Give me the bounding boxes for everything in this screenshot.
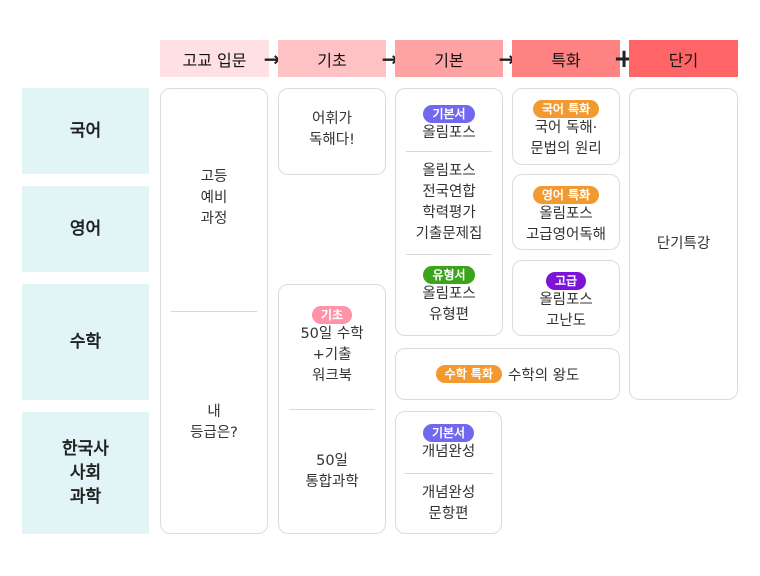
divider	[406, 254, 492, 255]
advanced-text: 올림포스 고난도	[539, 292, 593, 329]
math-special-card[interactable]: 수학 특화 수학의 왕도	[395, 348, 620, 400]
korean-special-text: 국어 독해· 문법의 원리	[530, 120, 602, 157]
science-50-text: 50일 통합과학	[305, 453, 359, 490]
short-term-text: 단기특강	[656, 236, 711, 252]
type-badge: 유형서	[423, 266, 475, 284]
vocab-text: 어휘가 독해다!	[309, 111, 355, 148]
olympos-text: 올림포스	[422, 125, 476, 141]
subject-math: 수학	[22, 284, 149, 400]
divider	[171, 311, 257, 312]
korean-special-badge: 국어 특화	[532, 100, 600, 118]
stage-short: 단기	[629, 40, 738, 77]
foundation-card[interactable]: 기초 50일 수학 +기출 워크북 50일 통합과학	[278, 284, 386, 534]
concept-text: 개념완성	[421, 444, 476, 460]
english-special-card[interactable]: 영어 특화 올림포스 고급영어독해	[512, 174, 620, 250]
olympos-type-text: 올림포스 유형편	[422, 286, 476, 323]
basic-badge: 기본서	[423, 105, 475, 123]
intro-badge: 기초	[311, 306, 353, 324]
stage-intro: 고교 입문	[160, 40, 269, 77]
subject-korean: 국어	[22, 88, 149, 174]
olympos-mock-text: 올림포스 전국연합 학력평가 기출문제집	[415, 163, 483, 242]
arrow-icon: →	[263, 46, 281, 71]
english-special-badge: 영어 특화	[532, 186, 600, 204]
korean-special-card[interactable]: 국어 특화 국어 독해· 문법의 원리	[512, 88, 620, 165]
subject-social-science: 한국사 사회 과학	[22, 412, 149, 534]
divider	[406, 151, 492, 152]
basic-card[interactable]: 기본서 올림포스 올림포스 전국연합 학력평가 기출문제집 유형서 올림포스 유…	[395, 88, 503, 336]
concept-card[interactable]: 기본서 개념완성 개념완성 문항편	[395, 411, 502, 534]
arrow-icon: →	[498, 46, 516, 71]
math-special-badge: 수학 특화	[435, 365, 503, 383]
english-special-text: 올림포스 고급영어독해	[525, 206, 607, 243]
concept-problems-text: 개념완성 문항편	[421, 485, 476, 522]
concept-badge: 기본서	[422, 424, 475, 442]
stage-basic: 기본	[395, 40, 503, 77]
subject-english: 영어	[22, 186, 149, 272]
divider	[289, 409, 375, 410]
advanced-badge: 고급	[545, 272, 587, 290]
short-term-card[interactable]: 단기특강	[629, 88, 738, 400]
arrow-icon: →	[381, 46, 399, 71]
stage-basic-foundation: 기초	[278, 40, 386, 77]
stage-special: 특화	[512, 40, 620, 77]
vocab-card[interactable]: 어휘가 독해다!	[278, 88, 386, 175]
math-special-text: 수학의 왕도	[508, 367, 580, 384]
intro-prep: 고등 예비 과정	[200, 169, 228, 227]
math-50-text: 50일 수학 +기출 워크북	[300, 326, 364, 384]
intro-grade: 내 등급은?	[190, 404, 238, 441]
divider	[404, 473, 493, 474]
advanced-card[interactable]: 고급 올림포스 고난도	[512, 260, 620, 336]
intro-card[interactable]: 고등 예비 과정 내 등급은?	[160, 88, 268, 534]
